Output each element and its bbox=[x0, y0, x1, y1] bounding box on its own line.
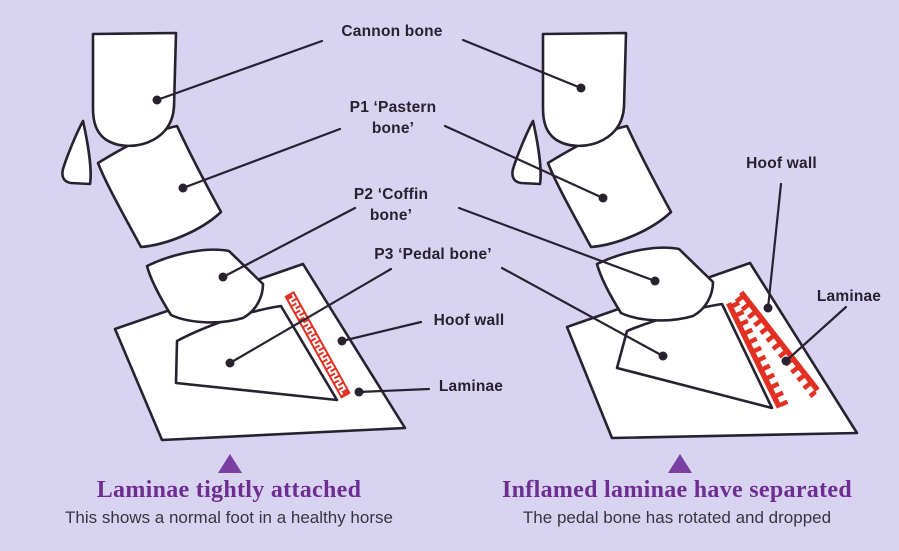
left-laminae-leader-line bbox=[357, 387, 431, 394]
comb-pedal-side-shape bbox=[726, 300, 789, 409]
p2-coffin-bone-label: P2 ‘Coffin bone’ bbox=[353, 186, 429, 224]
left-hoof-wall-label: Hoof wall bbox=[433, 312, 505, 329]
left-caption-subtitle: This shows a normal foot in a healthy ho… bbox=[65, 508, 393, 527]
left-laminae-strip bbox=[284, 291, 351, 399]
left-p2-leader-line bbox=[221, 206, 357, 279]
right-p1-leader-line bbox=[443, 124, 605, 200]
left-cannon-bone bbox=[91, 31, 178, 148]
left-laminae-dot bbox=[354, 387, 364, 397]
right-cannon-leader-line bbox=[461, 38, 583, 90]
left-p2-dot bbox=[218, 272, 228, 282]
right-laminae-leader-line bbox=[784, 305, 848, 363]
right-caption-title: Inflamed laminae have separated bbox=[502, 477, 852, 503]
right-p3-leader-line bbox=[500, 266, 665, 358]
left-pointer-triangle-icon bbox=[218, 454, 242, 473]
p1-pastern-bone-label: P1 ‘Pastern bone’ bbox=[349, 99, 437, 137]
right-caption-subtitle: The pedal bone has rotated and dropped bbox=[522, 508, 832, 527]
comb-wall-side-shape bbox=[734, 290, 820, 398]
right-hoof-wall-dot bbox=[763, 303, 773, 313]
right-laminae-comb-pedal-side bbox=[726, 300, 789, 409]
left-p3-dot bbox=[225, 358, 235, 368]
right-hoof-wall-label: Hoof wall bbox=[746, 155, 817, 172]
left-hoof-wall-dot bbox=[337, 336, 347, 346]
left-p1-dot bbox=[178, 183, 188, 193]
left-p1-leader-line bbox=[181, 127, 342, 190]
right-p2-leader-line bbox=[457, 206, 657, 283]
right-sesamoid-bone bbox=[511, 119, 542, 186]
left-laminae-label: Laminae bbox=[438, 378, 504, 395]
left-caption-title: Laminae tightly attached bbox=[96, 477, 362, 503]
right-laminae-label: Laminae bbox=[816, 288, 882, 305]
right-cannon-dot bbox=[576, 83, 586, 93]
left-diagram-healthy-hoof bbox=[61, 31, 431, 442]
p3-pedal-bone-label: P3 ‘Pedal bone’ bbox=[374, 246, 492, 263]
right-pointer-triangle-icon bbox=[668, 454, 692, 473]
laminae-meander-pattern bbox=[288, 293, 347, 396]
right-p2-dot bbox=[650, 276, 660, 286]
left-hoof-wall-leader-line bbox=[340, 320, 423, 343]
right-diagram-laminitic-hoof bbox=[443, 31, 859, 440]
right-p1-dot bbox=[598, 193, 608, 203]
right-laminae-dot bbox=[781, 356, 791, 366]
right-p3-dot bbox=[658, 351, 668, 361]
cannon-bone-label: Cannon bone bbox=[341, 23, 443, 40]
left-coffin-bone-p2 bbox=[145, 248, 265, 324]
left-cannon-leader-line bbox=[155, 39, 324, 102]
left-p3-leader-line bbox=[228, 267, 393, 365]
left-cannon-dot bbox=[152, 95, 162, 105]
left-sesamoid-bone bbox=[61, 119, 92, 186]
right-laminae-comb-wall-side bbox=[734, 290, 820, 398]
right-hoof-wall-leader-line bbox=[766, 182, 783, 310]
